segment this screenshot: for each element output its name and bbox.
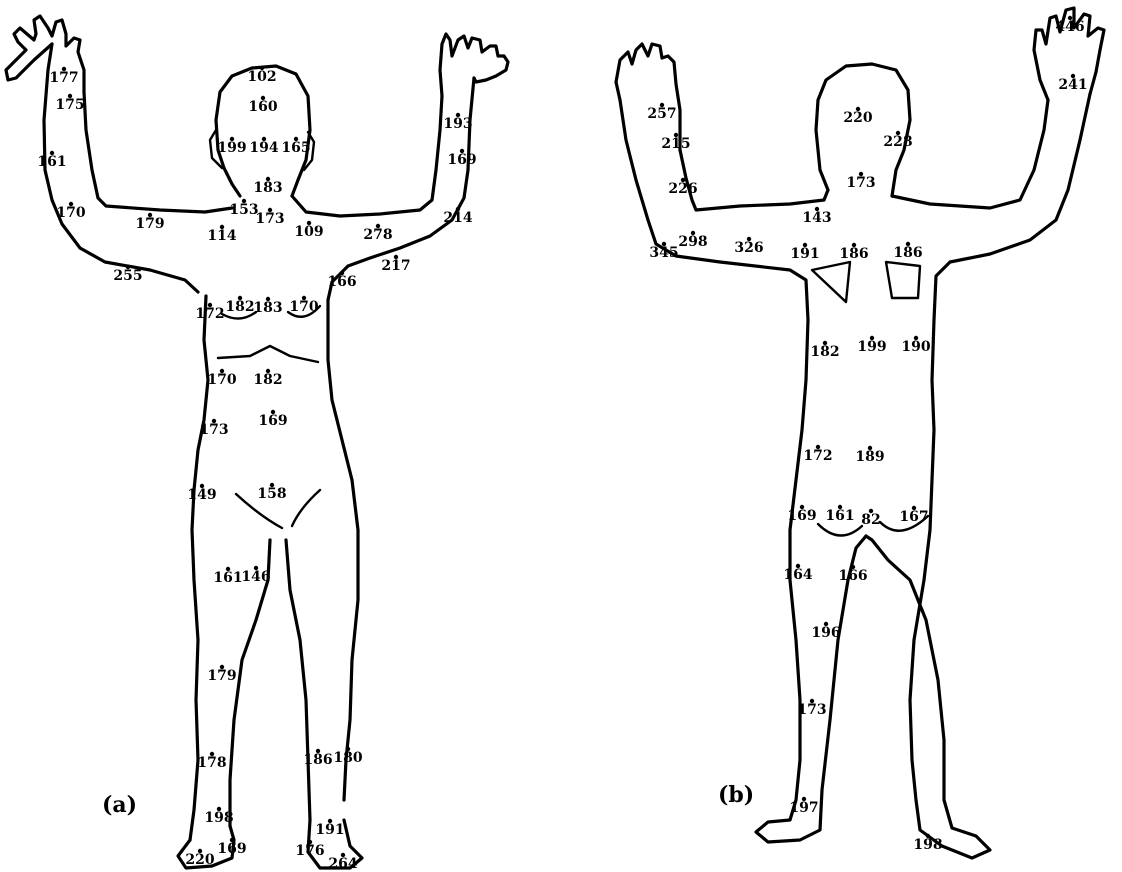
point-value: 190 [901, 339, 930, 355]
point-value: 241 [1058, 77, 1087, 93]
point-value: 170 [289, 299, 318, 315]
point-value: 214 [443, 210, 472, 226]
point-value: 228 [883, 134, 912, 150]
point-value: 173 [797, 702, 826, 718]
point-value: 82 [861, 512, 880, 528]
point-value: 161 [213, 570, 242, 586]
point-value: 166 [838, 568, 867, 584]
point-value: 199 [857, 339, 886, 355]
point-value: 165 [281, 140, 310, 156]
point-value: 169 [258, 413, 287, 429]
point-value: 149 [187, 487, 216, 503]
point-value: 189 [855, 449, 884, 465]
point-value: 177 [49, 70, 78, 86]
panel-label-b: (b) [718, 782, 754, 808]
point-value: 175 [55, 97, 84, 113]
point-value: 169 [787, 508, 816, 524]
point-value: 345 [649, 245, 678, 261]
point-value: 298 [678, 234, 707, 250]
point-value: 172 [803, 448, 832, 464]
point-value: 166 [327, 274, 356, 290]
point-value: 182 [253, 372, 282, 388]
point-value: 179 [135, 216, 164, 232]
point-value: 186 [839, 246, 868, 262]
point-value: 169 [447, 152, 476, 168]
point-value: 198 [913, 837, 942, 853]
point-value: 186 [303, 752, 332, 768]
point-value: 191 [315, 822, 344, 838]
point-value: 183 [253, 300, 282, 316]
point-value: 169 [217, 841, 246, 857]
point-value: 226 [668, 181, 697, 197]
point-value: 158 [257, 486, 286, 502]
point-value: 173 [199, 422, 228, 438]
point-value: 183 [253, 180, 282, 196]
panel-label-a: (a) [102, 792, 137, 818]
point-value: 220 [185, 852, 214, 868]
point-value: 199 [217, 140, 246, 156]
point-value: 182 [810, 344, 839, 360]
point-value: 220 [843, 110, 872, 126]
point-value: 264 [328, 856, 357, 872]
point-value: 255 [113, 268, 142, 284]
point-value: 178 [197, 755, 226, 771]
point-value: 167 [899, 509, 928, 525]
point-value: 217 [381, 258, 410, 274]
point-value: 109 [294, 224, 323, 240]
point-value: 170 [56, 205, 85, 221]
point-value: 164 [783, 567, 812, 583]
point-value: 172 [195, 306, 224, 322]
point-value: 257 [647, 106, 676, 122]
point-value: 173 [255, 211, 284, 227]
point-value: 176 [295, 843, 324, 859]
point-value: 198 [204, 810, 233, 826]
point-value: 186 [893, 245, 922, 261]
point-value: 143 [802, 210, 831, 226]
point-value: 179 [207, 668, 236, 684]
point-value: 173 [846, 175, 875, 191]
point-value: 278 [363, 227, 392, 243]
point-value: 197 [789, 800, 818, 816]
point-value: 114 [207, 228, 236, 244]
point-value: 180 [333, 750, 362, 766]
point-value: 160 [248, 99, 277, 115]
point-value: 215 [661, 136, 690, 152]
point-value: 153 [229, 202, 258, 218]
point-value: 326 [734, 240, 763, 256]
point-value: 194 [249, 140, 278, 156]
point-value: 146 [241, 569, 270, 585]
point-value: 102 [247, 69, 276, 85]
point-value: 161 [825, 508, 854, 524]
point-value: 196 [811, 625, 840, 641]
point-value: 161 [37, 154, 66, 170]
point-value: 182 [225, 299, 254, 315]
point-value: 446 [1055, 19, 1084, 35]
point-value: 170 [207, 372, 236, 388]
point-value: 191 [790, 246, 819, 262]
point-value: 193 [443, 116, 472, 132]
